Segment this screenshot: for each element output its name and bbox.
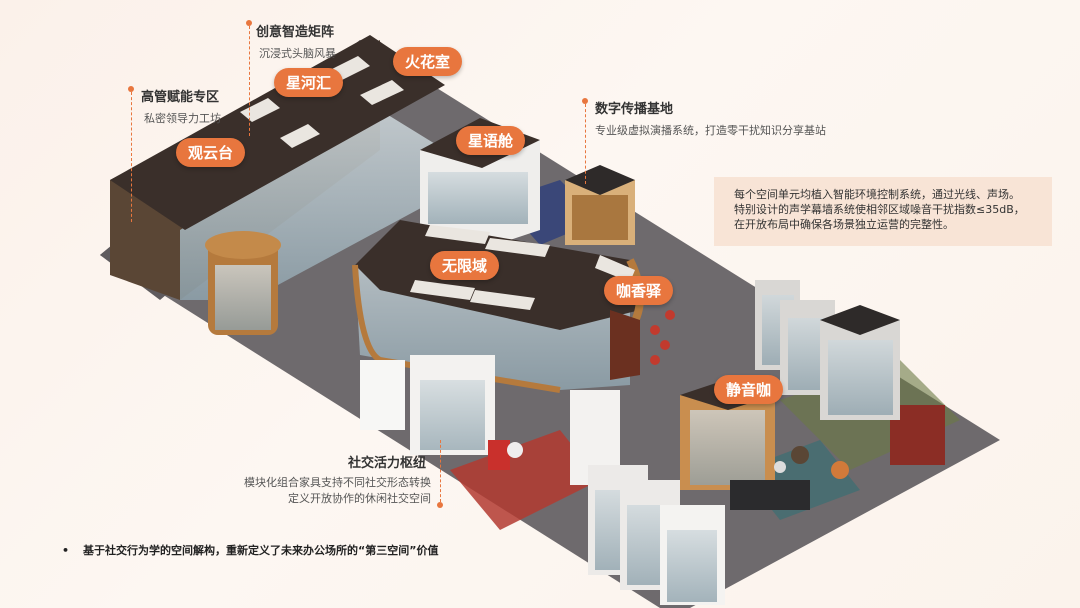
info-box-line3: 在开放布局中确保各场景独立运营的完整性。: [734, 218, 954, 231]
tag-jingyinka: 静音咖: [714, 375, 784, 404]
sofa: [730, 480, 810, 510]
callout-broadcast-desc: 专业级虚拟演播系统，打造零干扰知识分享基站: [595, 124, 826, 137]
callout-executive-title: 高管赋能专区: [141, 90, 220, 105]
tag-xingyucang: 星语舱: [456, 126, 526, 155]
tag-wuxianyu: 无限域: [430, 251, 500, 280]
callout-line-social: [440, 440, 442, 502]
callout-social-desc-line1: 模块化组合家具支持不同社交形态转换: [244, 476, 431, 489]
tag-huohuashi: 火花室: [393, 47, 463, 76]
callout-executive-desc: 私密领导力工坊: [144, 112, 221, 125]
callout-dot-executive: [128, 86, 134, 92]
callout-dot-social: [437, 502, 443, 508]
callout-social-desc-line2: 定义开放协作的休闲社交空间: [288, 492, 431, 505]
red-lounge: [488, 440, 510, 470]
summary-bullet: • 基于社交行为学的空间解构，重新定义了未来办公场所的“第三空间”价值: [62, 542, 439, 558]
tag-kafeiyi: 咖香驿: [604, 276, 674, 305]
callout-creative-title: 创意智造矩阵: [256, 25, 335, 40]
tag-guanyuntai: 观云台: [176, 138, 246, 167]
carpet-red: [450, 430, 600, 530]
callout-broadcast: 数字传播基地 专业级虚拟演播系统，打造零干扰知识分享基站: [595, 98, 826, 139]
callout-creative: 创意智造矩阵 沉浸式头脑风暴: [256, 21, 336, 62]
tag-xinghehui: 星河汇: [274, 68, 344, 97]
callout-creative-desc: 沉浸式头脑风暴: [259, 47, 336, 60]
callout-social-desc: 模块化组合家具支持不同社交形态转换 定义开放协作的休闲社交空间: [238, 475, 431, 507]
callout-executive: 高管赋能专区 私密领导力工坊: [141, 86, 221, 127]
callout-social: 社交活力枢纽 模块化组合家具支持不同社交形态转换 定义开放协作的休闲社交空间: [238, 452, 431, 507]
bullet-marker: •: [62, 544, 70, 557]
callout-dot-creative: [246, 20, 252, 26]
bullet-text: 基于社交行为学的空间解构，重新定义了未来办公场所的“第三空间”价值: [83, 544, 439, 557]
long-block-roof: [110, 35, 445, 230]
coffee-bar: [610, 310, 640, 380]
callout-line-creative: [249, 26, 251, 136]
info-box-line1: 每个空间单元均植入智能环境控制系统，通过光线、声场。: [734, 188, 1020, 201]
callout-social-title: 社交活力枢纽: [347, 456, 426, 471]
callout-line-broadcast: [585, 104, 587, 184]
wuxianyu-roof: [355, 220, 640, 330]
callout-line-executive: [131, 92, 133, 222]
info-box-line2: 特别设计的声学幕墙系统使相邻区域噪音干扰指数≤35dB，: [734, 203, 1025, 216]
info-box: 每个空间单元均植入智能环境控制系统，通过光线、声场。 特别设计的声学幕墙系统使相…: [714, 177, 1052, 246]
callout-dot-broadcast: [582, 98, 588, 104]
callout-broadcast-title: 数字传播基地: [595, 102, 674, 117]
